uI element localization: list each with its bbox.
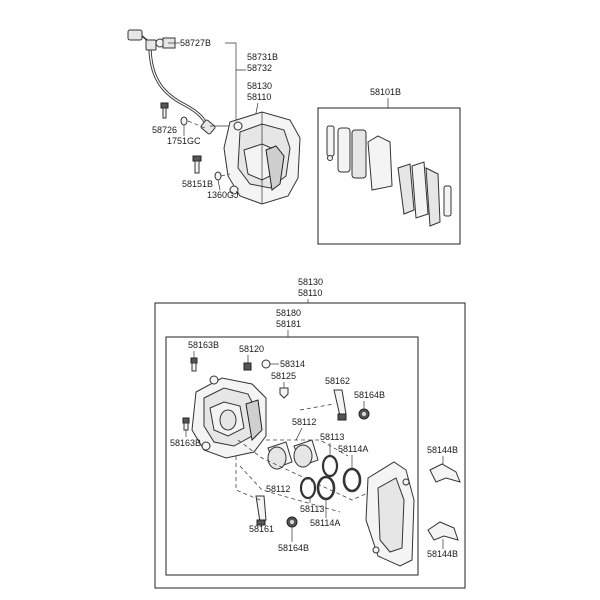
washer-1360gj: [214, 171, 222, 181]
label-58130-top: 58130: [247, 81, 272, 91]
label-58110-top: 58110: [247, 92, 271, 102]
seal-58113-top: [321, 454, 339, 478]
boot-58164b-bottom: [286, 516, 298, 528]
label-58731b: 58731B: [247, 52, 278, 62]
label-58125: 58125: [271, 371, 296, 381]
piston-58112-top: [267, 441, 293, 470]
caliper-group-box: [154, 302, 466, 589]
label-58112-top: 58112: [292, 417, 316, 427]
bleeder-58163b-bottom: [182, 417, 190, 431]
caliper-body-box: [165, 336, 419, 576]
dust-seal-58114a-bottom: [316, 475, 336, 501]
label-58144b-bottom: 58144B: [427, 549, 458, 559]
pad-clip-58144b-bottom: [427, 521, 459, 541]
label-58151b: 58151B: [182, 179, 213, 189]
brake-pads-58101b: [326, 125, 452, 227]
pad-kit-box: [317, 107, 461, 245]
label-58161: 58161: [249, 524, 274, 534]
label-58164b-bottom: 58164B: [278, 543, 309, 553]
bolt-58151b: [192, 155, 202, 174]
label-58114a-top: 58114A: [338, 444, 368, 454]
label-58110-group: 58110: [298, 288, 322, 298]
label-1751gc: 1751GC: [167, 136, 201, 146]
label-58726: 58726: [152, 125, 177, 135]
washer-1751gc: [180, 116, 188, 126]
bleeder-58125: [279, 387, 289, 399]
clip-58314: [261, 359, 271, 369]
label-58180: 58180: [276, 308, 301, 318]
label-58120: 58120: [239, 344, 264, 354]
pad-clip-58144b-top: [429, 463, 461, 483]
label-58732: 58732: [247, 63, 272, 73]
guide-pin-58162: [333, 389, 347, 421]
caliper-bracket: [365, 461, 415, 567]
label-58113-top: 58113: [320, 432, 344, 442]
bleeder-cap-58120: [243, 362, 252, 371]
label-58101b: 58101B: [370, 87, 401, 97]
label-58113-bottom: 58113: [300, 504, 324, 514]
label-58112-bottom: 58112: [266, 484, 290, 494]
seal-58113-bottom: [299, 476, 317, 500]
label-58163b-top: 58163B: [188, 340, 219, 350]
dust-seal-58114a-top: [342, 467, 362, 493]
label-58163b-bottom: 58163B: [170, 438, 201, 448]
piston-58112-second: [293, 439, 319, 468]
boot-58164b-top: [358, 408, 370, 420]
label-58314: 58314: [280, 359, 305, 369]
label-58144b-top: 58144B: [427, 445, 458, 455]
label-58114a-bottom: 58114A: [310, 518, 340, 528]
guide-pin-58161: [255, 495, 267, 526]
brake-hose: [127, 29, 216, 135]
label-58727b: 58727B: [180, 38, 211, 48]
caliper-body-58180: [191, 375, 267, 459]
label-58130-group: 58130: [298, 277, 323, 287]
caliper-assembly-top: [223, 111, 301, 205]
label-1360gj: 1360GJ: [207, 190, 239, 200]
bleeder-58163b-top: [190, 357, 198, 372]
bolt-58726: [160, 102, 169, 119]
label-58162: 58162: [325, 376, 350, 386]
label-58164b-top: 58164B: [354, 390, 385, 400]
label-58181: 58181: [276, 319, 301, 329]
